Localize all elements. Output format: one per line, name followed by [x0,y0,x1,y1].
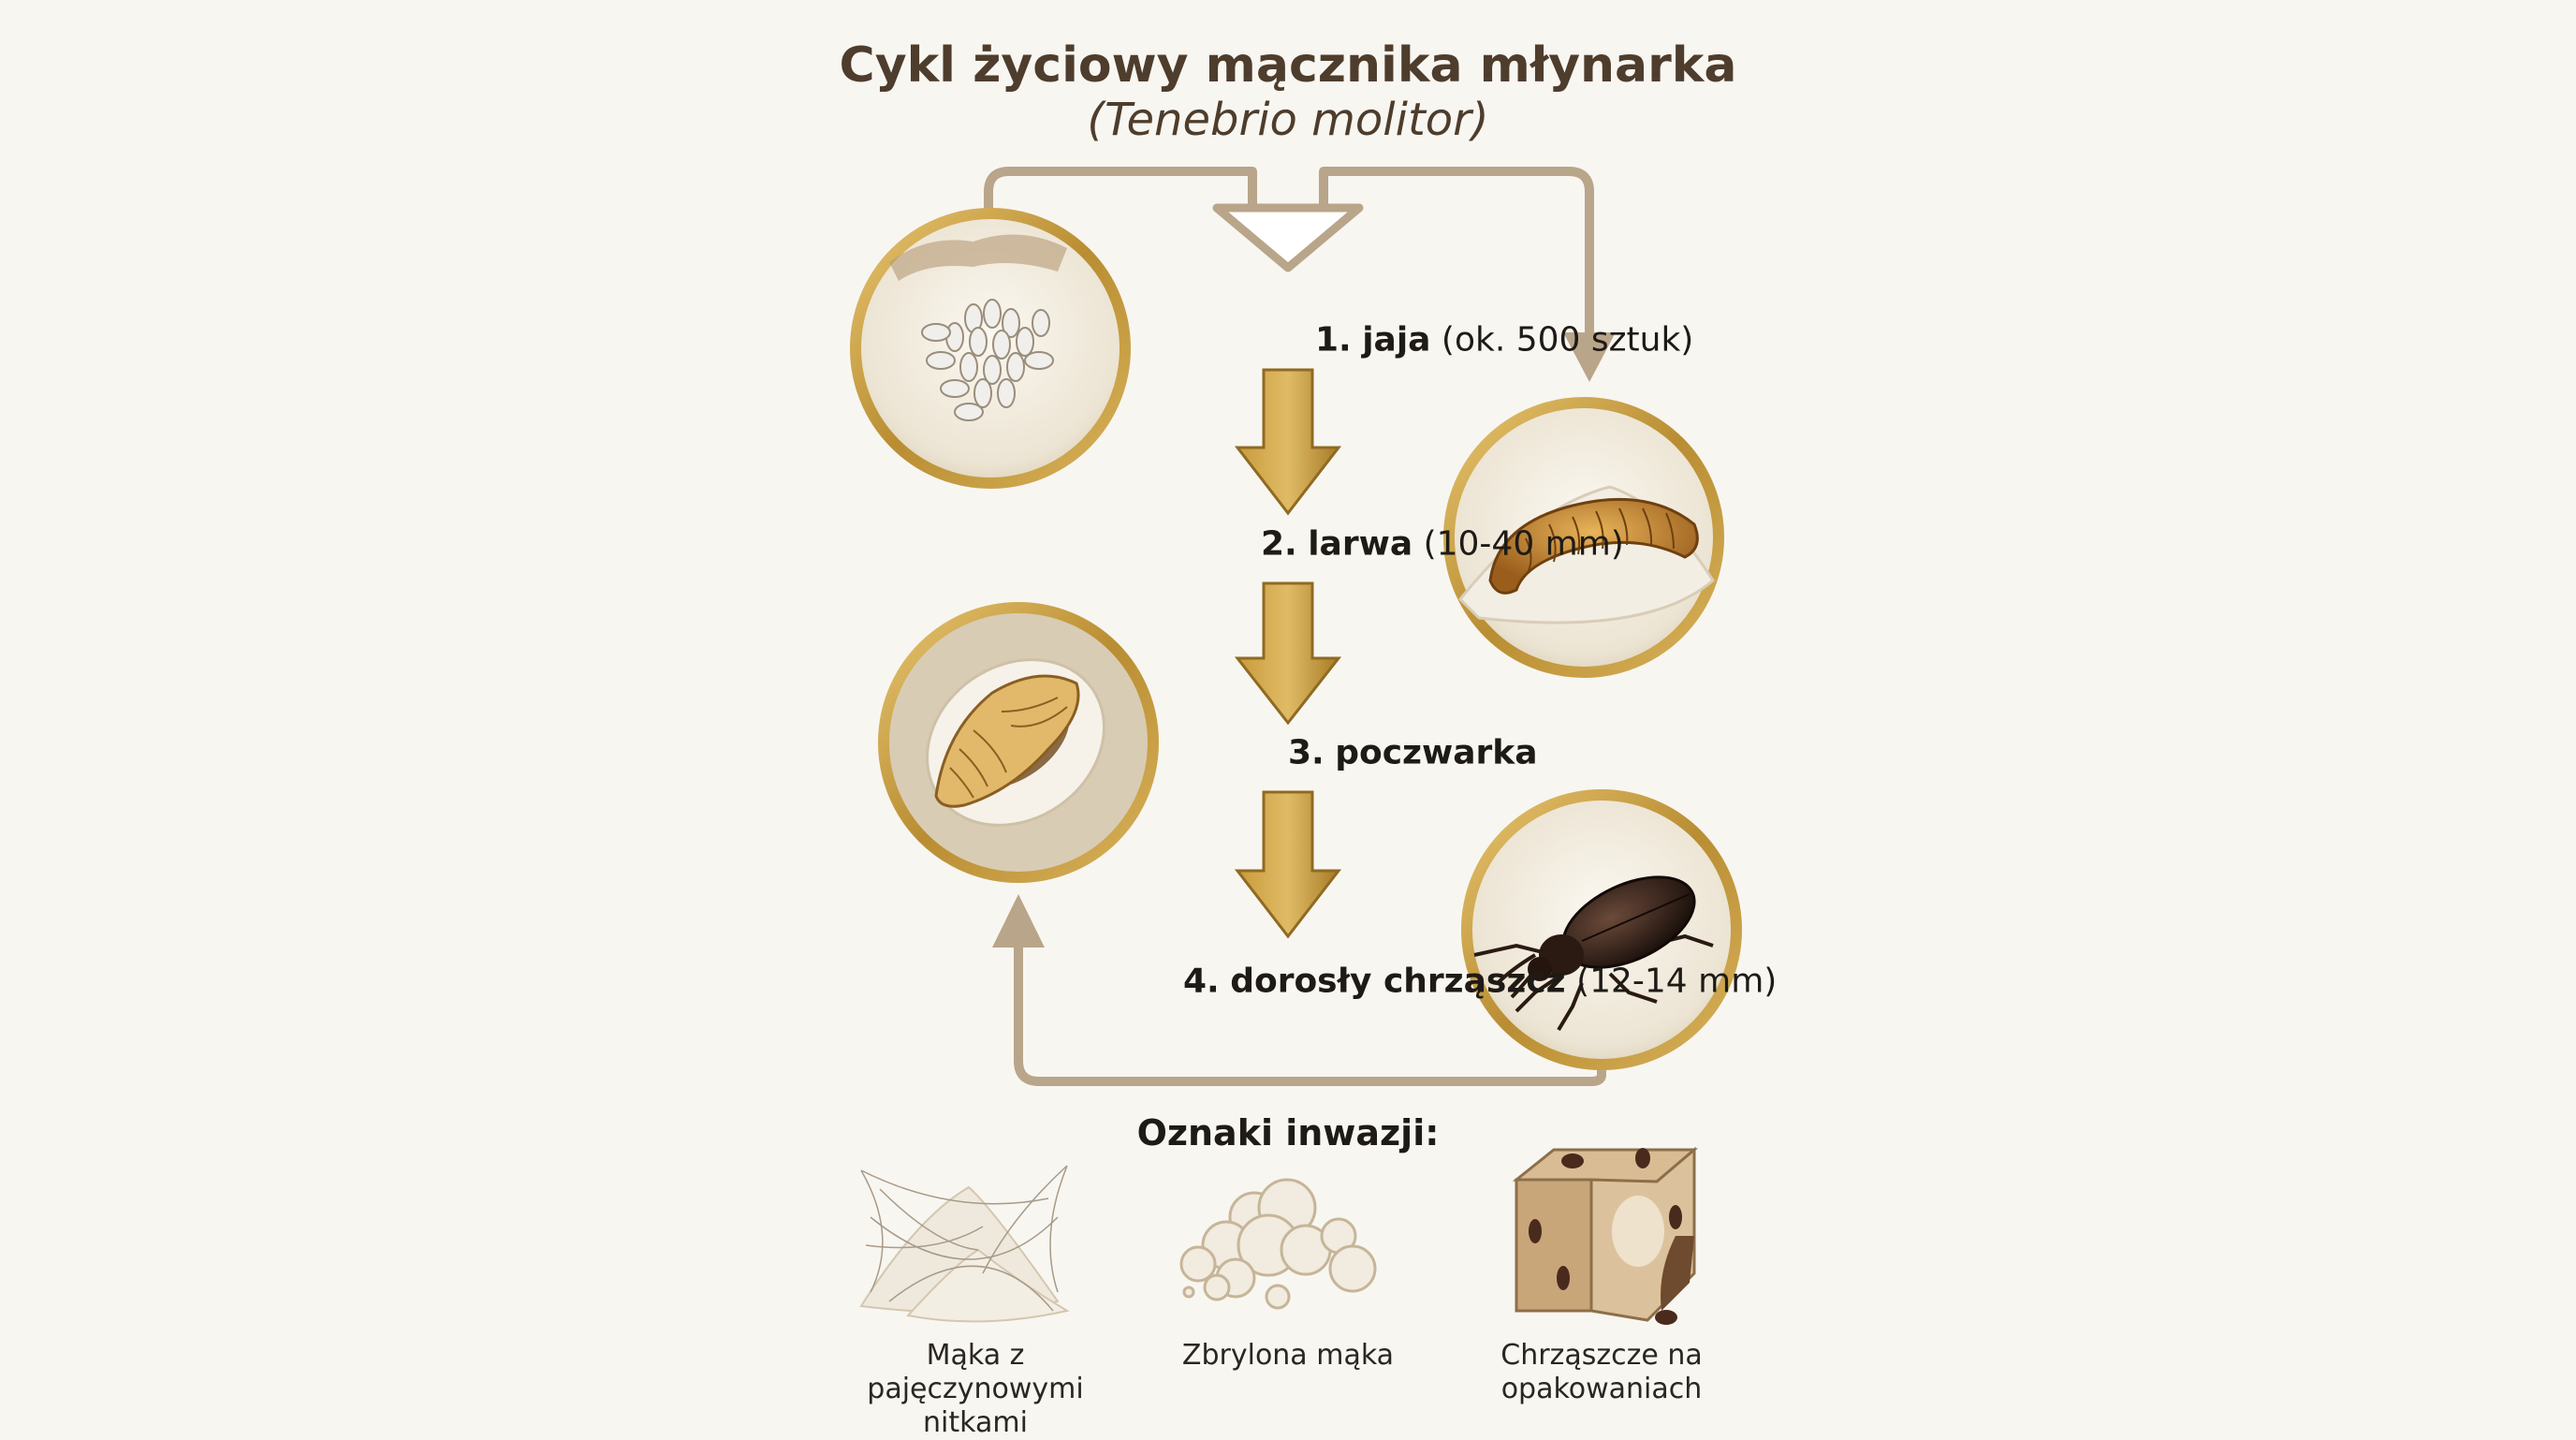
arrow-down-icon [1234,581,1342,726]
stage-number: 2. [1261,524,1297,564]
stage-label-larva: 2. larwa (10-40 mm) [1261,525,1624,564]
signs-heading: Oznaki inwazji: [1136,1112,1440,1153]
arrowhead-to-pupa-icon [992,894,1045,948]
eggs-in-flour-icon [850,208,1131,489]
stage-number: 1. [1315,320,1352,360]
infested-box-icon [1512,1146,1699,1325]
stage-number: 4. [1183,962,1220,1001]
stage-label-pupa: 3. poczwarka [1288,734,1538,772]
stage-label-adult: 4. dorosły chrząszcz (12-14 mm) [1183,962,1777,1001]
clumped-flour-icon [1179,1178,1377,1310]
arrow-down-icon [1234,368,1342,516]
hollow-arrow-icon [1212,203,1364,272]
connector-egg-to-top [984,167,1257,213]
sign-label-webbed-flour: Mąka z pajęczynowymi nitkami [867,1339,1084,1439]
pupa-icon [878,602,1159,883]
page-subtitle: (Tenebrio molitor) [1087,94,1489,146]
larva-icon [1443,397,1724,678]
stage-name: larwa [1308,524,1413,564]
cycle-connector-lines [984,167,1606,1086]
arrowhead-to-larva-icon [1563,332,1616,382]
stage-name: dorosły chrząszcz [1230,962,1566,1001]
stage-name: jaja [1362,320,1431,360]
stage-detail: (10-40 mm) [1423,524,1624,564]
beetle-icon [1461,789,1742,1070]
stage-label-eggs: 1. jaja (ok. 500 sztuk) [1315,321,1693,360]
stage-detail: (ok. 500 sztuk) [1441,320,1694,360]
connector-beetle-to-pupa [1014,946,1606,1086]
sign-label-infested-box: Chrząszcze na opakowaniach [1500,1339,1703,1405]
stage-arrows [1234,368,1342,939]
page-title: Cykl życiowy mącznika młynarka [839,37,1737,94]
webbed-flour-icon [859,1165,1070,1323]
arrow-down-icon [1234,790,1342,939]
connector-top-to-larva [1319,167,1594,337]
stage-number: 3. [1288,733,1325,772]
stage-name: poczwarka [1335,733,1538,772]
sign-label-clumped-flour: Zbrylona mąka [1181,1339,1395,1372]
stage-detail: (12-14 mm) [1576,962,1778,1001]
